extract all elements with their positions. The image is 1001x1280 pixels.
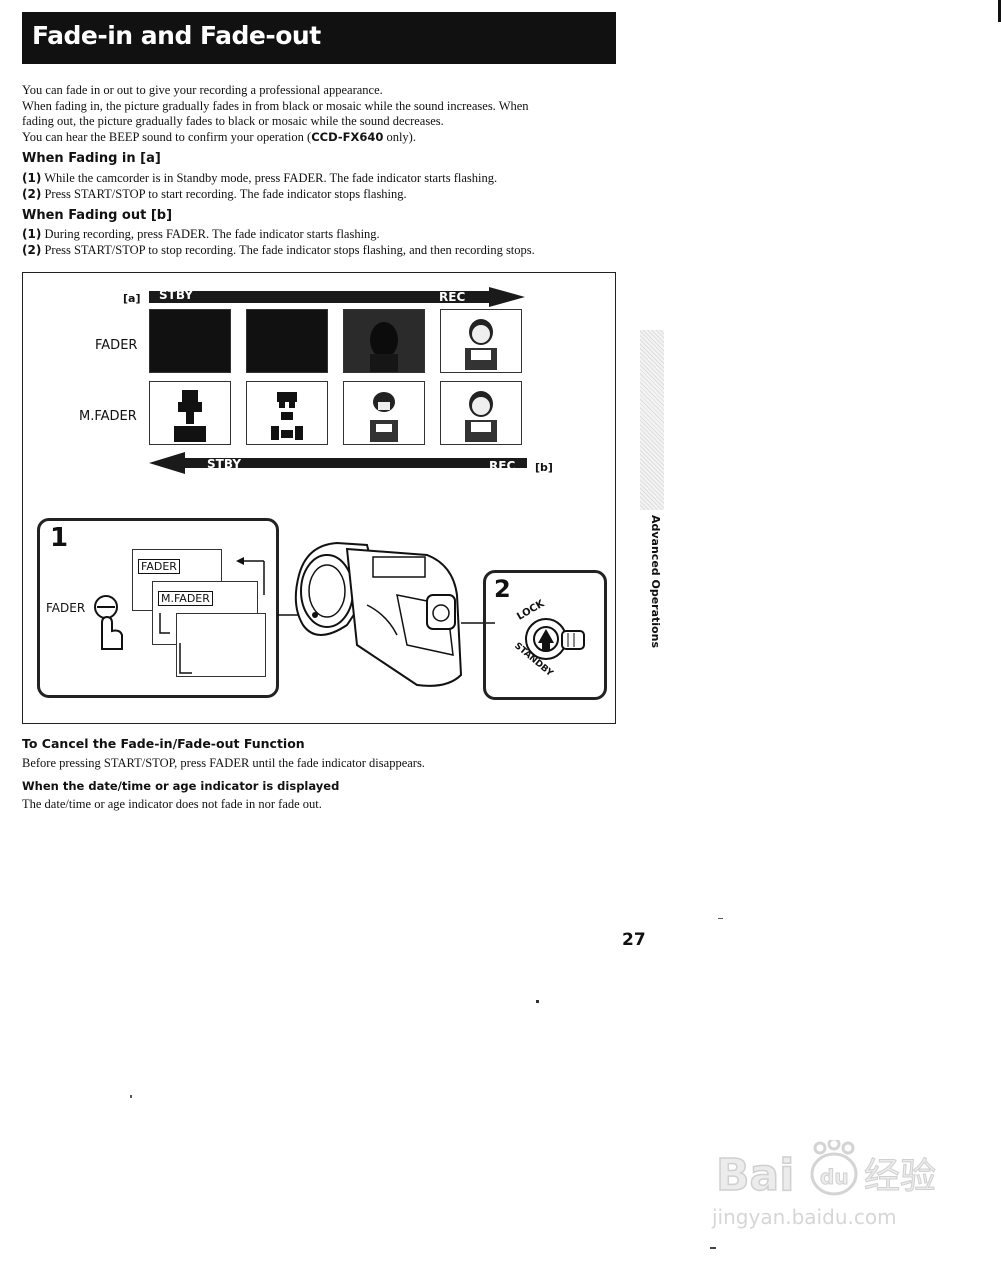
bottom-arrow	[149, 452, 527, 474]
svg-text:Bai: Bai	[716, 1150, 794, 1200]
top-arrow	[149, 287, 525, 307]
step-text: Press START/STOP to start recording. The…	[41, 186, 407, 201]
svg-text:du: du	[820, 1165, 849, 1189]
step-text: During recording, press FADER. The fade …	[41, 227, 380, 241]
fader-button-icon	[94, 595, 123, 650]
step-item: (1) During recording, press FADER. The f…	[22, 227, 535, 243]
arrow-bottom-end: REC	[489, 459, 516, 473]
row-label-mfader: M.FADER	[79, 409, 137, 424]
camcorder-illustration	[277, 541, 495, 687]
panel-number: 2	[494, 575, 511, 603]
row-label-fader: FADER	[95, 338, 138, 353]
cancel-text: Before pressing START/STOP, press FADER …	[22, 756, 425, 770]
panel-step-2: 2 LOCK STANDBY	[483, 570, 607, 700]
mosaic-image	[174, 390, 206, 442]
intro-line-end: only).	[383, 129, 416, 144]
panel-number: 1	[50, 523, 69, 553]
scan-speck	[130, 1095, 132, 1098]
step-number: (2)	[22, 186, 42, 201]
frame-mosaic-medium	[246, 381, 328, 445]
intro-line: You can fade in or out to give your reco…	[22, 83, 383, 97]
child-image	[465, 391, 497, 442]
baidu-watermark-url: jingyan.baidu.com	[712, 1205, 897, 1229]
side-tab-pattern	[640, 330, 664, 510]
frame-mosaic-coarse	[149, 381, 231, 445]
frame-black	[149, 309, 231, 373]
step-item: (2) Press START/STOP to stop recording. …	[22, 243, 535, 259]
model-name: CCD-FX640	[311, 129, 384, 144]
mosaic-image	[271, 392, 303, 440]
step-number: (1)	[22, 227, 42, 241]
frame-black	[246, 309, 328, 373]
page-number: 27	[622, 930, 646, 950]
fade-out-heading: When Fading out [b]	[22, 208, 173, 223]
intro-line-text: You can hear the BEEP sound to confirm y…	[22, 129, 312, 144]
viewfinder-screen	[176, 613, 266, 677]
label-b: [b]	[535, 461, 553, 474]
frame-full-picture	[440, 309, 522, 373]
step-number: (2)	[22, 242, 42, 257]
frame-mosaic-fine	[343, 381, 425, 445]
title-bar: Fade-in and Fade-out	[22, 12, 616, 64]
intro-line: When fading in, the picture gradually fa…	[22, 98, 529, 113]
fade-in-steps: (1) While the camcorder is in Standby mo…	[22, 171, 497, 202]
step-item: (1) While the camcorder is in Standby mo…	[22, 171, 497, 187]
panel-step-1: 1 FADER FADER M.FADER	[37, 518, 279, 698]
intro-line: fading out, the picture gradually fades …	[22, 114, 444, 128]
label-a: [a]	[123, 292, 141, 305]
step-text: Press START/STOP to stop recording. The …	[41, 242, 535, 257]
arrow-bottom-start: STBY	[207, 457, 242, 471]
child-silhouette-image	[344, 310, 424, 372]
baidu-watermark-logo: Bai du 经验	[716, 1140, 937, 1200]
scan-speck	[718, 918, 723, 919]
svg-text:经验: 经验	[864, 1156, 936, 1197]
frame-fading	[343, 309, 425, 373]
sequence-arrows	[159, 557, 265, 674]
scan-speck	[710, 1247, 716, 1249]
step-text: While the camcorder is in Standby mode, …	[41, 171, 498, 185]
date-note-heading: When the date/time or age indicator is d…	[22, 779, 340, 793]
fader-illustration: [a] STBY REC FADER M.FADER	[22, 272, 616, 724]
step-number: (1)	[22, 171, 42, 185]
arrow-top-start: STBY	[159, 288, 194, 302]
arrow-top-end: REC	[439, 290, 466, 304]
intro-paragraph: You can fade in or out to give your reco…	[22, 83, 612, 145]
fader-button-label: FADER	[46, 601, 86, 615]
frame-full-picture	[440, 381, 522, 445]
fade-out-steps: (1) During recording, press FADER. The f…	[22, 227, 535, 258]
standby-switch-icon	[525, 618, 585, 660]
scan-speck	[536, 1000, 539, 1003]
step-item: (2) Press START/STOP to start recording.…	[22, 187, 497, 203]
fade-in-heading: When Fading in [a]	[22, 151, 161, 166]
section-tab: Advanced Operations	[640, 515, 664, 655]
date-note-text: The date/time or age indicator does not …	[22, 797, 322, 811]
page-title: Fade-in and Fade-out	[32, 21, 321, 50]
fader-indicator: FADER	[138, 559, 180, 574]
page-edge-marker	[998, 0, 1001, 22]
mosaic-image	[370, 392, 398, 442]
mfader-indicator: M.FADER	[158, 591, 213, 606]
child-image	[465, 319, 497, 370]
section-tab-label: Advanced Operations	[649, 515, 662, 648]
intro-line: You can hear the BEEP sound to confirm y…	[22, 130, 612, 146]
cancel-heading: To Cancel the Fade-in/Fade-out Function	[22, 736, 305, 751]
